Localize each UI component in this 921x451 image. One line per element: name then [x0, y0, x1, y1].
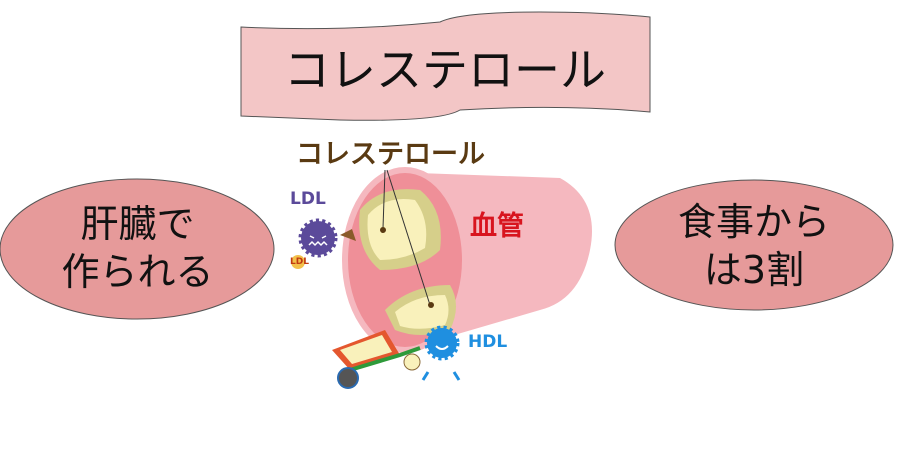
- left-bubble: 肝臓で 作られる: [0, 200, 275, 296]
- hdl-label: HDL: [468, 332, 508, 352]
- blood-vessel-illustration: [342, 167, 592, 353]
- title-banner: [240, 11, 651, 121]
- ldl-character-icon: [291, 218, 356, 269]
- hdl-character-icon: [403, 325, 461, 381]
- title: コレステロール: [284, 43, 606, 97]
- right-bubble-shape: [614, 179, 894, 311]
- right-bubble-line2: は3割: [703, 248, 805, 292]
- wheelbarrow-icon: [332, 330, 421, 389]
- ldl-bag-label: LDL: [290, 257, 309, 267]
- left-bubble-line2: 作られる: [61, 250, 214, 294]
- right-bubble-line1: 食事から: [677, 200, 830, 244]
- right-bubble: 食事から は3割: [615, 198, 893, 294]
- left-bubble-line1: 肝臓で: [80, 202, 195, 246]
- left-bubble-shape: [0, 178, 275, 320]
- cholesterol-label: コレステロール: [296, 139, 485, 170]
- vessel-label: 血管: [470, 211, 524, 242]
- ldl-label: LDL: [290, 189, 326, 209]
